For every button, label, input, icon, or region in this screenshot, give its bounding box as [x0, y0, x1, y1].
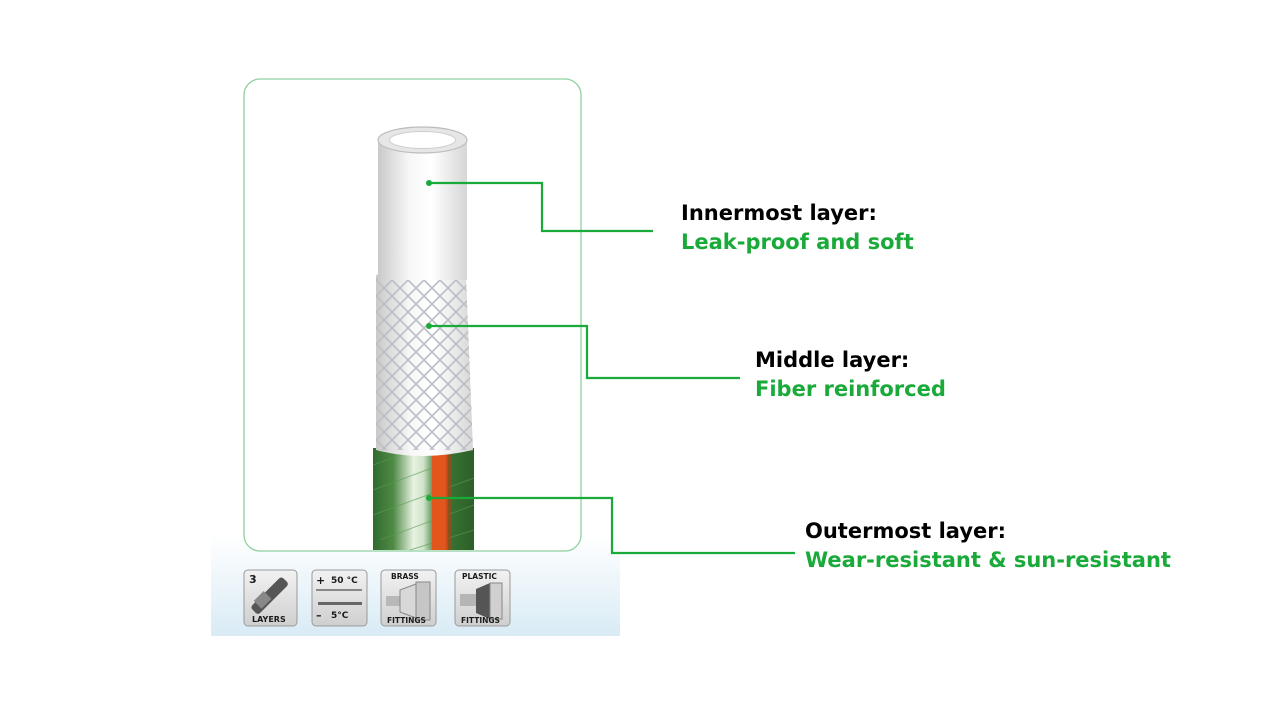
callout-outermost-description: Wear-resistant & sun-resistant: [805, 548, 1171, 572]
middle-layer: [375, 268, 473, 456]
svg-text:50 °C: 50 °C: [331, 576, 358, 586]
svg-text:5°C: 5°C: [331, 611, 349, 621]
callout-outermost-layer: Outermost layer: Wear-resistant & sun-re…: [805, 517, 1171, 575]
badge-layers: 3 LAYERS: [243, 569, 298, 627]
callout-innermost-description: Leak-proof and soft: [681, 230, 914, 254]
leader-lines: [429, 181, 795, 555]
svg-text:3: 3: [249, 573, 257, 586]
temperature-icon: + 50 °C – 5°C: [316, 574, 362, 622]
svg-text:–: –: [316, 609, 322, 622]
leader-middle: [429, 324, 740, 380]
badge-temperature: + 50 °C – 5°C: [311, 569, 368, 627]
marker-middle: [426, 323, 432, 329]
plastic-fitting-icon: [460, 582, 503, 620]
callout-middle-layer: Middle layer: Fiber reinforced: [755, 346, 946, 404]
hose-icon: [251, 577, 288, 614]
callout-outermost-title: Outermost layer:: [805, 519, 1007, 543]
callout-innermost-title: Innermost layer:: [681, 201, 877, 225]
svg-text:PLASTIC: PLASTIC: [462, 572, 497, 581]
brass-fitting-icon: [386, 581, 431, 621]
callout-middle-title: Middle layer:: [755, 348, 910, 372]
marker-outer: [426, 495, 432, 501]
svg-text:FITTINGS: FITTINGS: [387, 616, 426, 625]
inner-layer: [377, 126, 468, 280]
svg-text:+: +: [316, 574, 325, 587]
svg-text:BRASS: BRASS: [391, 572, 419, 581]
badge-plastic-fittings: PLASTIC FITTINGS: [454, 569, 511, 627]
svg-text:FITTINGS: FITTINGS: [461, 616, 500, 625]
marker-inner: [426, 180, 432, 186]
callout-innermost-layer: Innermost layer: Leak-proof and soft: [681, 199, 914, 257]
svg-text:LAYERS: LAYERS: [252, 615, 286, 624]
badge-brass-fittings: BRASS FITTINGS: [380, 569, 437, 627]
leader-outer: [429, 496, 795, 555]
leader-inner: [429, 181, 653, 233]
callout-middle-description: Fiber reinforced: [755, 377, 946, 401]
